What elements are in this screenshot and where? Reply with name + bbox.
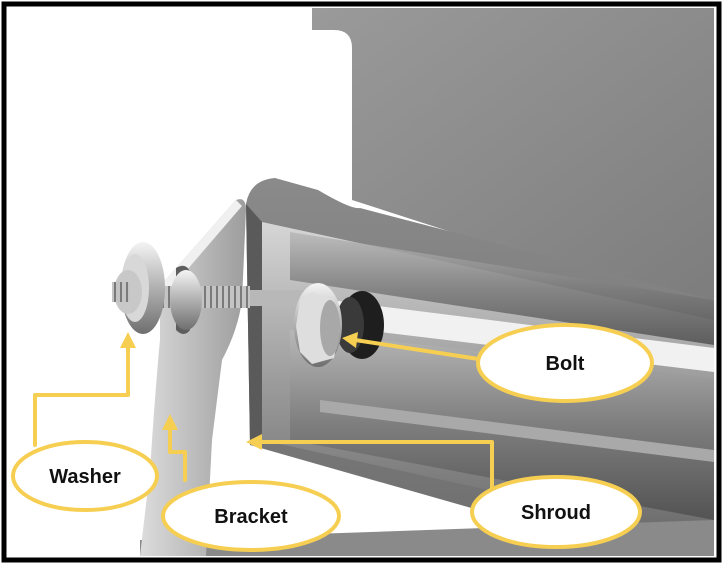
shroud-label: Shroud [521,502,591,524]
shroud-lower-rib [320,400,714,462]
washer-leader [33,343,130,447]
shroud-upper-channel [290,232,714,345]
leader-arrowheads [120,332,358,450]
callout-shroud: Shroud [470,475,642,549]
shroud-leader [256,440,494,490]
shroud-arrowhead [246,434,262,450]
washer-bubble [11,440,159,512]
bracket-arrowhead [162,414,178,430]
bolt-leader [353,338,487,362]
bolt-arrowhead [342,332,358,348]
shroud-bubble [470,475,642,549]
bracket-leader [168,423,187,482]
bracket-bubble [161,480,341,552]
bolt-head-face [320,300,340,356]
top-panel [312,8,714,300]
callout-bolt: Bolt [476,323,654,403]
washer-label: Washer [49,466,121,488]
callout-washer: Washer [11,440,159,512]
shroud-left-wall [246,204,262,445]
bracket-nut [170,270,202,330]
bolt-label: Bolt [546,353,585,375]
leader-lines [33,338,494,490]
outer-nut-thread [112,282,130,302]
callout-bracket: Bracket [161,480,341,552]
bracket-label: Bracket [214,506,288,528]
bolt-bubble [476,323,654,403]
bolt-shank [250,290,310,306]
washer-arrowhead [120,332,136,348]
